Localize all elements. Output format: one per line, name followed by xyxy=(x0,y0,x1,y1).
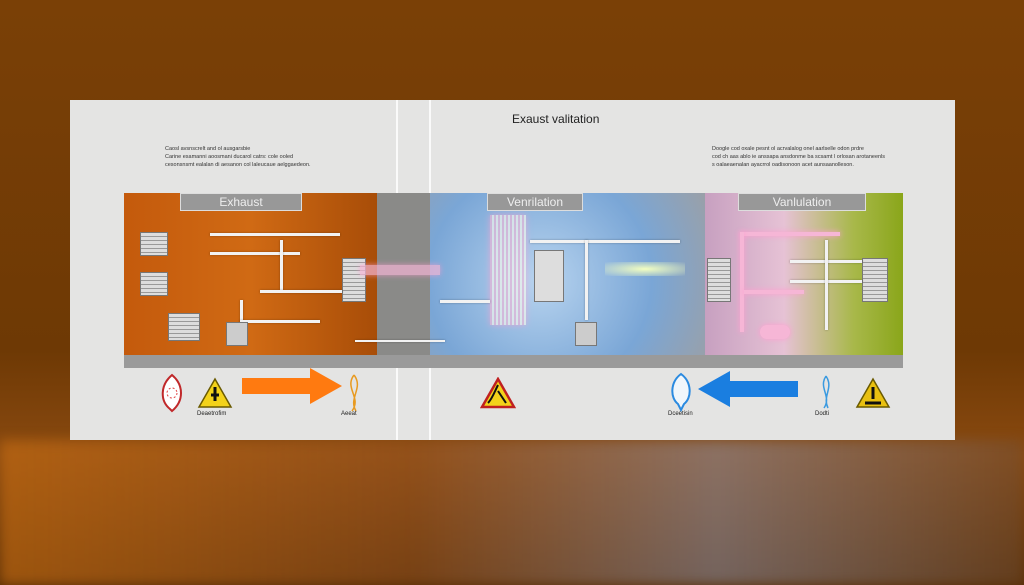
warning-triangle-icon xyxy=(855,377,891,408)
pipe xyxy=(240,300,243,335)
pipe xyxy=(585,240,588,320)
fan-unit xyxy=(226,322,248,346)
heat-exchanger-coil xyxy=(490,215,526,325)
warning-triangle-icon xyxy=(197,377,233,408)
pink-pipe xyxy=(740,232,840,236)
pipe xyxy=(210,252,300,255)
pipe xyxy=(440,300,490,303)
page-title: Exaust valitation xyxy=(512,112,600,126)
airflow-glow xyxy=(605,262,685,276)
heat-exchanger xyxy=(862,258,888,302)
pink-glow xyxy=(760,325,790,339)
section-label-ventilation: Venrilation xyxy=(487,193,583,211)
caption-left-flame: Aeeat xyxy=(341,411,357,417)
pink-pipe xyxy=(744,290,804,294)
pipe xyxy=(260,290,342,293)
floor-reflection xyxy=(0,440,1024,585)
warning-triangle-icon xyxy=(480,377,516,409)
section-label-vanlulation: Vanlulation xyxy=(738,193,866,211)
ventilation-section xyxy=(430,193,705,368)
pink-pipe xyxy=(740,232,744,332)
flame-icon xyxy=(350,374,359,412)
base-bar xyxy=(124,355,903,368)
flame-icon xyxy=(822,375,830,409)
pipe xyxy=(825,240,828,330)
fan-unit xyxy=(575,322,597,346)
tank-unit xyxy=(534,250,564,302)
heat-exchanger xyxy=(707,258,731,302)
water-drop-icon xyxy=(671,372,691,412)
double-arrow-line xyxy=(355,340,445,342)
pipe xyxy=(240,320,320,323)
filter-unit xyxy=(140,272,168,296)
pipe xyxy=(280,240,283,290)
airflow-glow xyxy=(360,265,440,275)
pipe xyxy=(530,240,680,243)
caption-right-drop: Dceetisin xyxy=(668,411,693,417)
filter-unit xyxy=(168,313,200,341)
transition-section xyxy=(377,193,430,368)
section-label-exhaust: Exhaust xyxy=(180,193,302,211)
blue-arrow-left-icon xyxy=(698,371,798,407)
filter-unit xyxy=(140,232,168,256)
right-description: Doogle cod oxale pesnt ol acrvalalog one… xyxy=(712,146,886,168)
pipe xyxy=(210,233,340,236)
flame-hazard-icon xyxy=(161,373,182,413)
orange-arrow-right-icon xyxy=(242,368,342,404)
caption-left-icon: Deaetrofim xyxy=(197,411,227,417)
caption-right-flame: Dodti xyxy=(815,411,830,417)
